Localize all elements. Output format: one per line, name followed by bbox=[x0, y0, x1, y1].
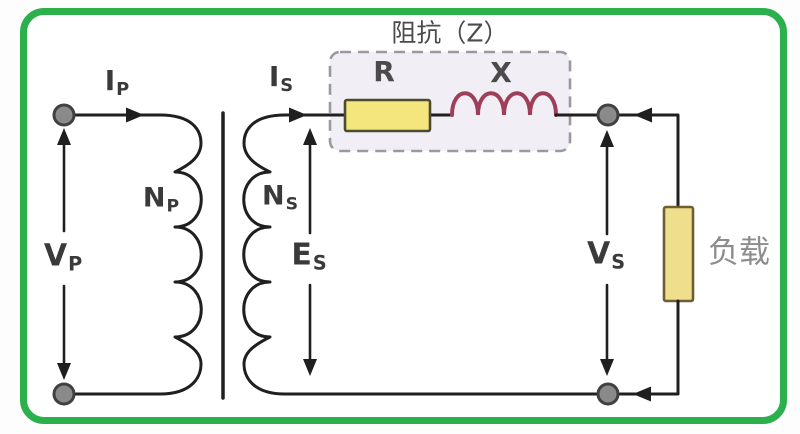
vp-main: V bbox=[43, 238, 68, 274]
load-resistor bbox=[662, 205, 695, 303]
secondary-emf-label: ES bbox=[291, 237, 327, 276]
vs-sub: S bbox=[611, 251, 626, 275]
terminal-dot-top-left bbox=[52, 103, 76, 127]
load-bottom-wire bbox=[618, 299, 680, 396]
es-main: E bbox=[291, 237, 312, 273]
np-sub: P bbox=[166, 196, 180, 217]
terminal-dot-bottom-right bbox=[596, 382, 620, 406]
vp-sub: P bbox=[68, 253, 83, 277]
resistor-r bbox=[343, 98, 432, 133]
ip-sub: P bbox=[116, 79, 130, 101]
impedance-title: 阻抗（Z） bbox=[391, 18, 509, 48]
es-sub: S bbox=[312, 252, 327, 276]
load-bottom-arrowhead bbox=[633, 386, 651, 402]
secondary-turns-label: NS bbox=[262, 182, 298, 213]
load-top-wire bbox=[617, 113, 680, 209]
primary-current-label: IP bbox=[105, 67, 130, 99]
vp-down-arrowhead bbox=[57, 363, 71, 380]
primary-voltage-label: VP bbox=[43, 238, 83, 277]
ip-current-arrowhead bbox=[126, 107, 144, 123]
is-current-arrowhead bbox=[289, 107, 307, 123]
is-main: I bbox=[268, 60, 280, 94]
is-sub: S bbox=[280, 75, 294, 97]
terminal-dot-top-right bbox=[596, 103, 620, 127]
terminal-dot-bottom-left bbox=[52, 382, 76, 406]
load-top-arrowhead bbox=[634, 107, 652, 123]
reactance-label: X bbox=[490, 56, 512, 89]
es-up-arrowhead bbox=[303, 128, 317, 145]
load-label: 负载 bbox=[708, 234, 770, 271]
secondary-winding bbox=[242, 113, 287, 396]
vs-main: V bbox=[586, 236, 611, 272]
vp-up-arrowhead bbox=[57, 128, 71, 145]
vs-up-arrowhead bbox=[600, 130, 614, 147]
primary-turns-label: NP bbox=[143, 184, 179, 215]
es-down-arrowhead bbox=[303, 359, 317, 376]
np-main: N bbox=[142, 182, 166, 214]
ns-main: N bbox=[261, 180, 285, 212]
secondary-current-label: IS bbox=[269, 63, 293, 95]
vs-down-arrowhead bbox=[600, 359, 614, 376]
primary-winding bbox=[72, 113, 203, 396]
secondary-voltage-label: VS bbox=[586, 236, 626, 275]
resistance-label: R bbox=[373, 55, 395, 88]
inductor-x bbox=[450, 91, 558, 117]
ip-main: I bbox=[104, 64, 116, 98]
ns-sub: S bbox=[285, 194, 299, 215]
